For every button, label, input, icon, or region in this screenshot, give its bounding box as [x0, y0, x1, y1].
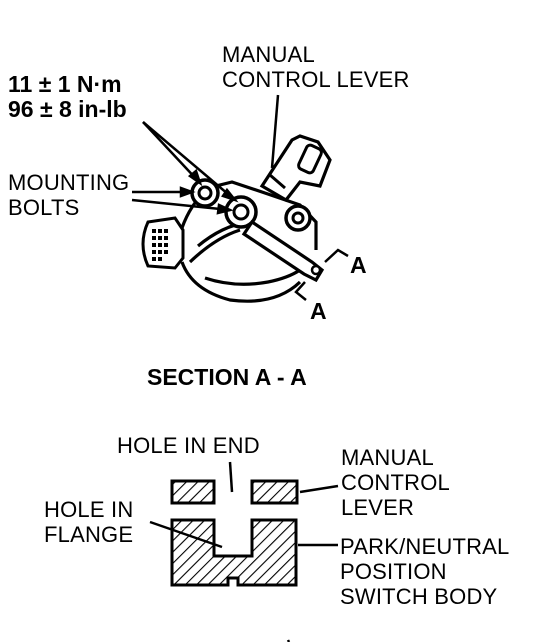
torque-leader-lines	[142, 121, 239, 203]
manual-control-lever-label: MANUAL CONTROL LEVER	[222, 42, 410, 92]
mounting-bolts-leader-lines	[131, 186, 234, 215]
section-marker-bottom: A	[310, 298, 327, 324]
section-lever-label: MANUAL CONTROL LEVER	[341, 445, 450, 520]
section-title: SECTION A - A	[147, 364, 307, 390]
section-switch-body	[170, 518, 298, 587]
mounting-bolt-right	[284, 204, 312, 232]
mounting-bolt-left	[190, 178, 220, 208]
mounting-bolts-label: MOUNTING BOLTS	[8, 170, 130, 220]
hole-in-end-label: HOLE IN END	[117, 433, 260, 458]
section-marker-right: A	[350, 252, 367, 278]
hole-in-flange-label: HOLE IN FLANGE	[44, 497, 134, 547]
section-lever	[170, 479, 299, 505]
torque-spec-label: 11 ± 1 N·m 96 ± 8 in-lb	[8, 71, 127, 122]
section-leader-lines	[149, 461, 339, 642]
park-neutral-switch-label: PARK/NEUTRAL POSITION SWITCH BODY	[340, 534, 510, 609]
lever-leader-line	[270, 94, 280, 169]
connector-plug	[141, 216, 185, 270]
manual-control-lever	[241, 134, 332, 283]
section-cut-lines	[294, 248, 349, 301]
